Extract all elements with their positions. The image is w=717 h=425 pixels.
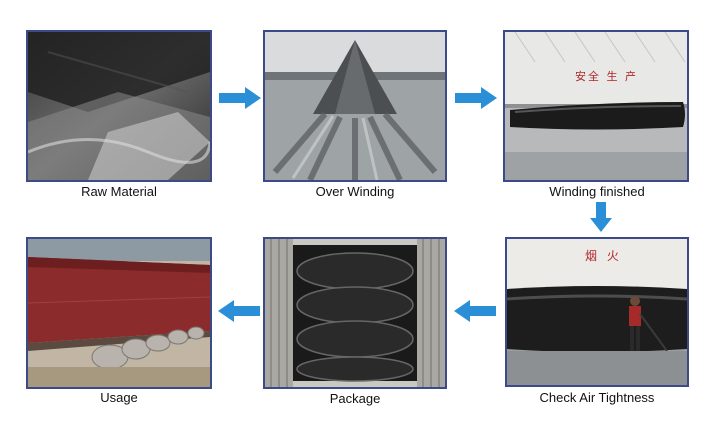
photo-check-air-tightness: 烟 火 [505, 237, 689, 387]
step-caption-check-air-tightness: Check Air Tightness [539, 390, 655, 405]
arrow-right-icon [455, 87, 497, 109]
photo-raw-material [26, 30, 212, 182]
photo-winding-finished: 安全 生 产 [503, 30, 689, 182]
arrow-left-icon [218, 300, 260, 322]
arrow-left-icon [454, 300, 496, 322]
arrow-right-icon [219, 87, 261, 109]
photo-package [263, 237, 447, 389]
step-caption-over-winding: Over Winding [315, 184, 395, 199]
photo-over-winding [263, 30, 447, 182]
arrow-down-icon [590, 202, 612, 232]
warning-sign-text: 烟 火 [585, 249, 622, 263]
step-caption-raw-material: Raw Material [81, 184, 157, 199]
factory-sign-text: 安全 生 产 [575, 70, 638, 83]
step-caption-usage: Usage [100, 390, 138, 405]
step-caption-package: Package [329, 391, 381, 406]
photo-usage [26, 237, 212, 389]
step-caption-winding-finished: Winding finished [549, 184, 645, 199]
